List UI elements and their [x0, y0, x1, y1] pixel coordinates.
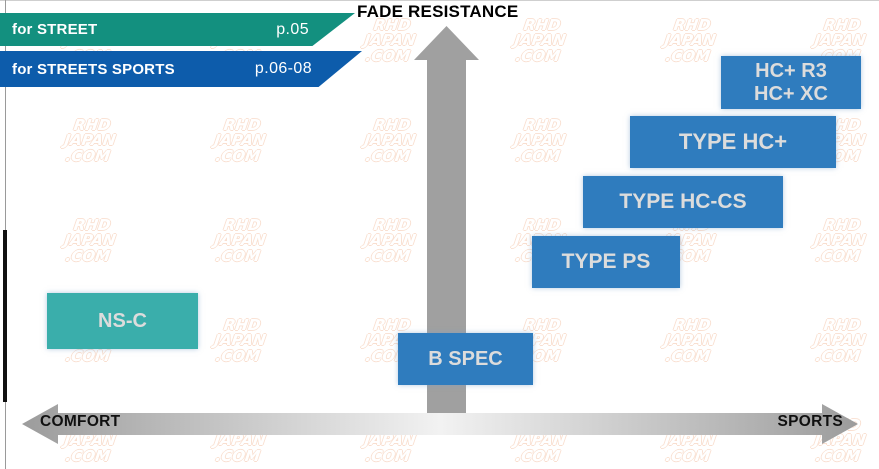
top-divider [0, 0, 879, 1]
product-label: B SPEC [428, 347, 503, 370]
page-title: FADE RESISTANCE [357, 2, 519, 21]
banner-label: for STREETS SPORTS [12, 60, 175, 78]
banner-page: p.06-08 [254, 60, 312, 77]
horizontal-axis-arrow [22, 404, 858, 444]
product-box-type-hc-cs[interactable]: TYPE HC-CS [583, 176, 783, 228]
product-label: TYPE PS [561, 250, 651, 274]
arrow-up-icon [413, 25, 480, 91]
product-box-b-spec[interactable]: B SPEC [398, 333, 533, 385]
product-box-type-ps[interactable]: TYPE PS [532, 236, 680, 288]
product-box-ns-c[interactable]: NS-C [47, 293, 198, 349]
product-label: TYPE HC+ [678, 128, 788, 154]
product-box-type-hc-plus[interactable]: TYPE HC+ [630, 116, 836, 168]
banner-page: p.05 [276, 20, 309, 38]
axis-label-comfort: COMFORT [40, 413, 121, 430]
left-thick-rule [3, 230, 7, 402]
banner-for-street[interactable]: for STREET p.05 [0, 13, 355, 46]
banner-for-streets-sports[interactable]: for STREETS SPORTS p.06-08 [0, 51, 362, 87]
banner-label: for STREET [12, 21, 98, 38]
product-label: TYPE HC-CS [619, 190, 747, 214]
product-box-hc-plus-r3-xc[interactable]: HC+ R3 HC+ XC [721, 56, 861, 109]
product-label: NS-C [98, 309, 147, 332]
product-label: HC+ R3 HC+ XC [754, 60, 828, 105]
axis-label-sports: SPORTS [777, 413, 843, 430]
